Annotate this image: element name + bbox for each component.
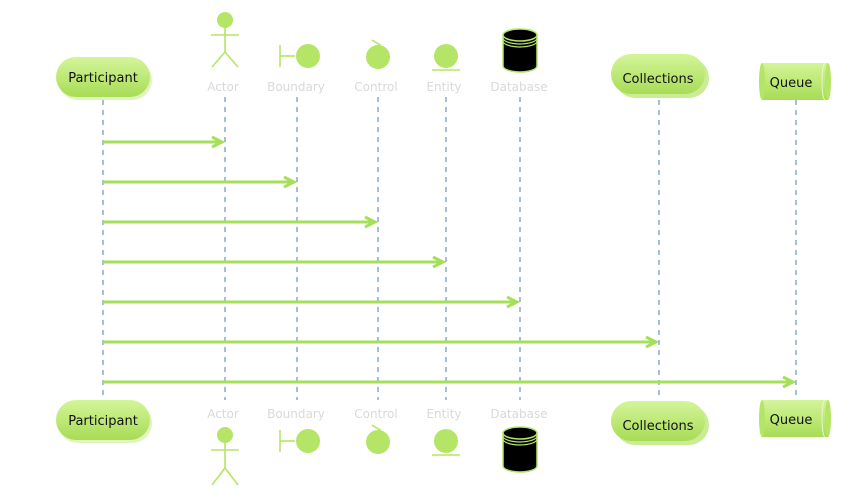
collections-box-top: Collections [611,54,709,98]
message-arrow-boundary [103,175,298,189]
control-icon-bottom [366,424,390,454]
message-arrow-control [103,215,379,229]
boundary-label-top: Boundary [267,80,325,94]
database-label-bottom: Database [490,407,547,421]
message-arrow-actor [103,135,226,149]
entity-label-bottom: Entity [426,407,461,421]
queue-label-bottom: Queue [770,413,813,428]
entity-icon-top [432,44,460,71]
actor-icon-top [211,12,239,68]
participant-box-bottom: Participant [56,400,152,443]
queue-box-top: Queue [759,62,831,101]
control-label-bottom: Control [354,407,397,421]
control-icon-top [366,39,390,69]
actor-label-bottom: Actor [207,407,239,421]
lifelines [102,97,797,400]
message-arrow-database [103,295,521,309]
actor-icon-bottom [211,427,239,486]
message-arrow-entity [103,255,447,269]
collections-label-top: Collections [622,72,693,87]
entity-label-top: Entity [426,80,461,94]
participant-label-top: Participant [68,71,138,86]
control-label-top: Control [354,80,397,94]
actor-label-top: Actor [207,80,239,94]
boundary-icon-bottom [279,429,320,453]
participant-box-top: Participant [56,57,152,100]
message-arrow-queue [103,375,797,389]
message-arrow-collections [103,335,660,349]
collections-label-bottom: Collections [622,419,693,434]
database-icon-top [502,28,538,73]
participant-label-bottom: Participant [68,414,138,429]
queue-label-top: Queue [770,76,813,91]
database-icon-bottom [502,426,538,473]
entity-icon-bottom [432,429,460,456]
database-label-top: Database [490,80,547,94]
boundary-icon-top [279,44,320,68]
queue-box-bottom: Queue [759,399,831,438]
boundary-label-bottom: Boundary [267,407,325,421]
messages [103,135,797,389]
collections-box-bottom: Collections [611,401,709,445]
